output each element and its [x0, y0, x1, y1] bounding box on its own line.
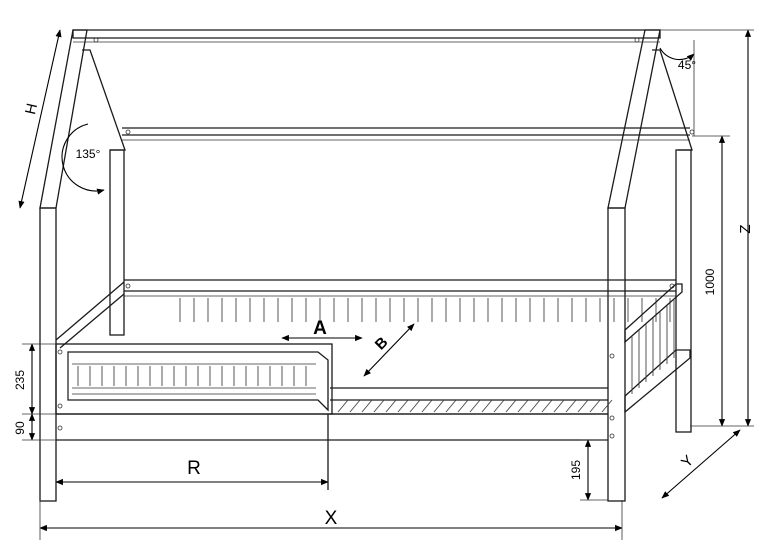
- base-slat: [397, 399, 409, 413]
- front-rail: [56, 413, 608, 441]
- label-r: R: [187, 458, 201, 479]
- label-195: 195: [569, 460, 583, 480]
- base-slat: [349, 399, 361, 413]
- base-slat: [445, 399, 457, 413]
- base-slat: [373, 399, 385, 413]
- dimension-labels: X R Z 1000 Y 195 235 90 H A B 135° 45°: [13, 58, 754, 529]
- back-rail: [124, 279, 676, 322]
- base-slat: [457, 399, 469, 413]
- label-angle-45: 45°: [678, 58, 696, 72]
- base-slat: [409, 399, 421, 413]
- label-y: Y: [678, 452, 697, 471]
- base-slat: [517, 399, 529, 413]
- label-1000: 1000: [703, 268, 717, 295]
- base-slat: [433, 399, 445, 413]
- roof: [39, 29, 695, 209]
- label-h: H: [22, 102, 41, 116]
- label-x: X: [325, 508, 338, 529]
- base-slat: [493, 399, 505, 413]
- label-90: 90: [13, 421, 27, 435]
- base-slat: [385, 399, 397, 413]
- base-slat: [421, 399, 433, 413]
- slatted-base: [330, 387, 613, 415]
- base-slat: [505, 399, 517, 413]
- base-slat: [589, 399, 601, 413]
- base-slat: [469, 399, 481, 413]
- base-slat: [481, 399, 493, 413]
- dimension-lines: [18, 29, 754, 540]
- front-guard: [55, 343, 333, 490]
- base-slat: [529, 399, 541, 413]
- label-angle-135: 135°: [76, 147, 101, 161]
- base-slat: [337, 399, 349, 413]
- label-235: 235: [13, 370, 27, 390]
- right-side-rail: [609, 283, 691, 439]
- label-z: Z: [737, 224, 754, 233]
- label-a: A: [313, 318, 327, 339]
- bed-posts: [39, 149, 692, 502]
- base-slat: [541, 399, 553, 413]
- base-slat: [361, 399, 373, 413]
- base-slat: [577, 399, 589, 413]
- left-side-rail: [55, 281, 125, 349]
- base-slat: [553, 399, 565, 413]
- base-slat: [601, 399, 613, 413]
- base-slat: [565, 399, 577, 413]
